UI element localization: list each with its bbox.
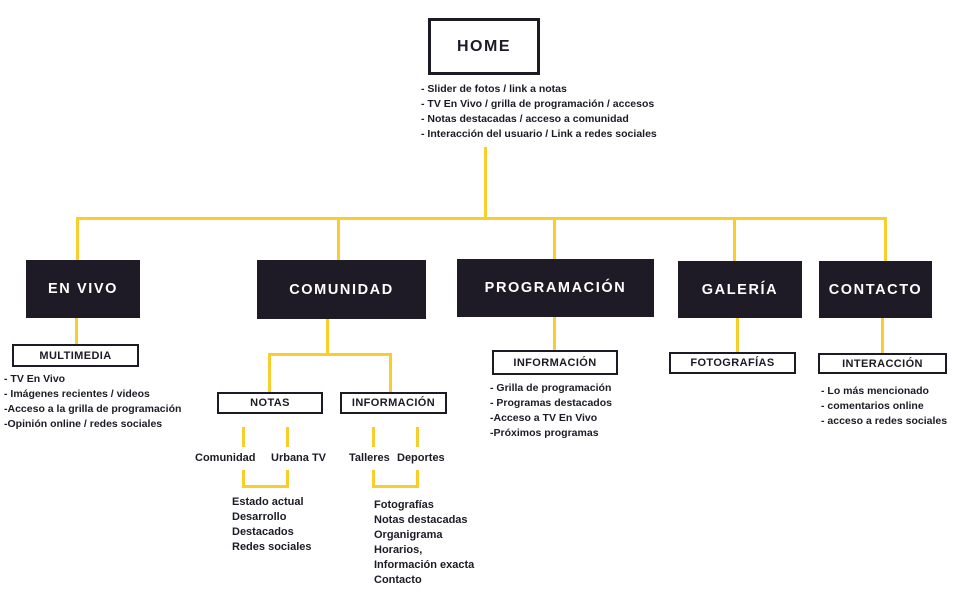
note-line: - Programas destacados [490, 397, 612, 409]
label-urbana-tv: Urbana TV [271, 452, 327, 464]
note-line: - Notas destacadas / acceso a comunidad [421, 113, 629, 125]
subnode-interaccion: INTERACCIÓN [818, 353, 947, 374]
tick-talleres-child [372, 427, 375, 447]
subnode-notas: NOTAS [217, 392, 323, 414]
node-galeria-label: GALERÍA [701, 281, 779, 298]
note-line: - Interacción del usuario / Link a redes… [421, 128, 657, 140]
subnode-fotografias: FOTOGRAFÍAS [669, 352, 796, 374]
note-line: - acceso a redes sociales [821, 415, 948, 427]
connector-comunidad-branch-horizontal [268, 353, 392, 356]
note-line: - Lo más mencionado [821, 385, 929, 397]
note-line: -Acceso a TV En Vivo [490, 412, 598, 424]
note-line: Contacto [374, 574, 422, 586]
connector-comunidad-stem [326, 318, 329, 356]
node-en-vivo: EN VIVO [26, 260, 140, 318]
bracket-notas-details [242, 470, 289, 488]
note-line: -Próximos programas [490, 427, 599, 439]
note-line: - Grilla de programación [490, 382, 612, 394]
node-comunidad: COMUNIDAD [257, 260, 426, 319]
note-line: - TV En Vivo [4, 373, 66, 385]
note-line: Horarios, [374, 544, 423, 556]
node-contacto: CONTACTO [819, 261, 932, 318]
connector-programacion-informacion [553, 317, 556, 351]
home-notes: - Slider de fotos / link a notas - TV En… [421, 82, 657, 142]
note-line: Redes sociales [232, 541, 312, 553]
connector-home-trunk [484, 147, 487, 218]
connector-contacto-interaccion [881, 318, 884, 354]
connector-galeria-fotografias [736, 318, 739, 353]
note-line: - TV En Vivo / grilla de programación / … [421, 98, 655, 110]
subnode-informacion-programacion: INFORMACIÓN [492, 350, 618, 375]
connector-drop-comunidad [337, 217, 340, 261]
note-line: Destacados [232, 526, 294, 538]
subnode-multimedia: MULTIMEDIA [12, 344, 139, 367]
note-line: - Imágenes recientes / videos [4, 388, 150, 400]
note-line: Notas destacadas [374, 514, 468, 526]
list-multimedia: - TV En Vivo - Imágenes recientes / vide… [4, 372, 181, 432]
label-comunidad-child: Comunidad [195, 452, 256, 464]
node-comunidad-label: COMUNIDAD [289, 281, 394, 298]
bracket-informacion-details [372, 470, 419, 488]
label-talleres: Talleres [349, 452, 390, 464]
subnode-informacion-comunidad-label: INFORMACIÓN [351, 397, 436, 409]
list-informacion-details: Fotografías Notas destacadas Organigrama… [374, 498, 474, 588]
list-informacion-programacion: - Grilla de programación - Programas des… [490, 381, 612, 441]
connector-drop-programacion [553, 217, 556, 260]
connector-drop-en-vivo [76, 217, 79, 261]
note-line: Organigrama [374, 529, 443, 541]
subnode-interaccion-label: INTERACCIÓN [842, 357, 923, 370]
node-home-label: HOME [457, 37, 511, 55]
label-deportes: Deportes [397, 452, 445, 464]
node-programacion: PROGRAMACIÓN [457, 259, 654, 317]
subnode-fotografias-label: FOTOGRAFÍAS [690, 357, 775, 369]
tick-comunidad-child [242, 427, 245, 447]
note-line: Fotografías [374, 499, 434, 511]
note-line: - Slider de fotos / link a notas [421, 83, 567, 95]
connector-branch-informacion [389, 353, 392, 393]
node-en-vivo-label: EN VIVO [47, 281, 119, 297]
connector-en-vivo-multimedia [75, 318, 78, 345]
connector-drop-galeria [733, 217, 736, 262]
subnode-informacion-comunidad: INFORMACIÓN [340, 392, 447, 414]
subnode-informacion-programacion-label: INFORMACIÓN [513, 356, 597, 369]
node-programacion-label: PROGRAMACIÓN [484, 280, 627, 296]
connector-drop-contacto [884, 217, 887, 262]
note-line: Información exacta [374, 559, 475, 571]
subnode-notas-label: NOTAS [250, 397, 290, 409]
node-contacto-label: CONTACTO [828, 281, 923, 298]
tick-urbana-tv-child [286, 427, 289, 447]
tick-deportes-child [416, 427, 419, 447]
list-notas-details: Estado actual Desarrollo Destacados Rede… [232, 495, 312, 555]
connector-branch-notas [268, 353, 271, 393]
list-interaccion: - Lo más mencionado - comentarios online… [821, 384, 947, 429]
node-home: HOME [428, 18, 540, 75]
connector-main-horizontal [76, 217, 887, 220]
note-line: Desarrollo [232, 511, 287, 523]
node-galeria: GALERÍA [678, 261, 802, 318]
note-line: - comentarios online [821, 400, 924, 412]
note-line: -Opinión online / redes sociales [4, 418, 163, 430]
note-line: Estado actual [232, 496, 304, 508]
note-line: -Acceso a la grilla de programación [4, 403, 182, 415]
subnode-multimedia-label: MULTIMEDIA [39, 349, 112, 362]
